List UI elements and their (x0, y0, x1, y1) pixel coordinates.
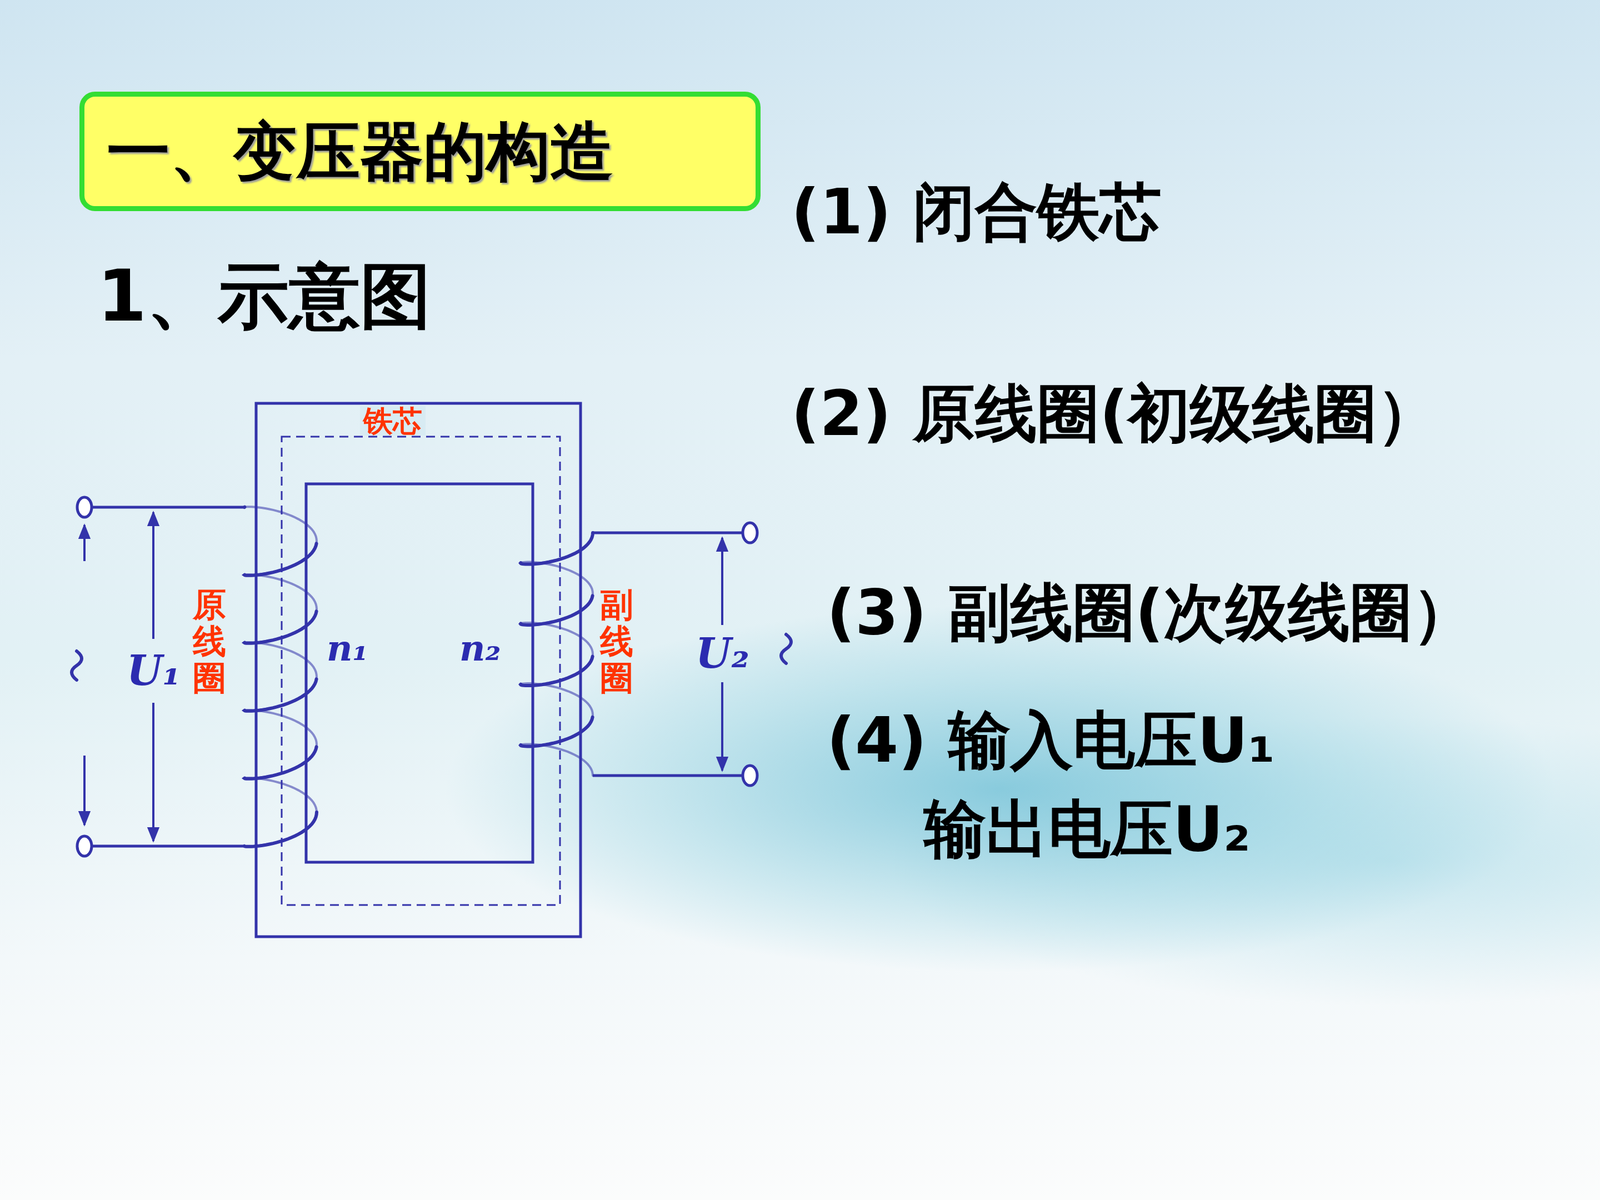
ac-symbol (781, 634, 792, 664)
list-item: (3) 副线圈(次级线圈） (826, 576, 1475, 648)
flux-path (281, 436, 560, 905)
coil-front (244, 543, 317, 576)
wire (592, 774, 743, 778)
wire (91, 845, 245, 848)
core-inner (306, 483, 533, 863)
voltage-arrow (721, 682, 724, 771)
coil-front (520, 595, 593, 625)
terminal (77, 836, 92, 857)
coil-back (244, 642, 317, 679)
wire (592, 531, 743, 535)
core-outer (256, 403, 581, 937)
coil-front (244, 812, 317, 847)
coil-back (520, 683, 593, 718)
current-arrow (83, 525, 86, 562)
part-label: 原线圈 (192, 586, 227, 697)
coil-back (520, 622, 593, 657)
turns-label: n₁ (326, 630, 369, 667)
part-label: 铁芯 (360, 406, 426, 436)
coil-front (520, 717, 593, 747)
coil-back (520, 743, 593, 776)
voltage-label: U₂ (695, 632, 750, 674)
coil-back (520, 562, 593, 597)
coil-windings (244, 506, 593, 847)
coil-back (244, 710, 317, 747)
ac-symbol (71, 651, 82, 680)
current-arrow (83, 755, 86, 825)
terminal (77, 497, 92, 518)
coil-front (520, 532, 593, 565)
part-label: 副线圈 (600, 586, 634, 697)
list-item: (2) 原线圈(初级线圈） (791, 377, 1439, 449)
title-text: 一、变压器的构造 (106, 116, 614, 187)
voltage-label: U₁ (126, 650, 181, 692)
voltage-arrow (721, 537, 724, 625)
list-item: (4) 输入电压U₁ (826, 704, 1275, 776)
wire (91, 506, 245, 509)
list-item: (1) 闭合铁芯 (791, 176, 1162, 248)
voltage-arrow (152, 702, 155, 842)
voltage-arrow (152, 512, 155, 639)
coil-front (244, 678, 317, 712)
coil-front (244, 611, 317, 644)
coil-front (244, 746, 317, 779)
coil-back (244, 777, 317, 813)
coil-back (244, 574, 317, 612)
terminal (742, 522, 758, 543)
title-box: 一、变压器的构造 (79, 91, 761, 212)
terminal (742, 765, 758, 786)
coil-front (520, 656, 593, 687)
section-heading: 1、示意图 (97, 255, 432, 337)
turns-label: n₂ (459, 630, 502, 667)
coil-back (244, 506, 317, 544)
list-item: 输出电压U₂ (923, 793, 1251, 865)
